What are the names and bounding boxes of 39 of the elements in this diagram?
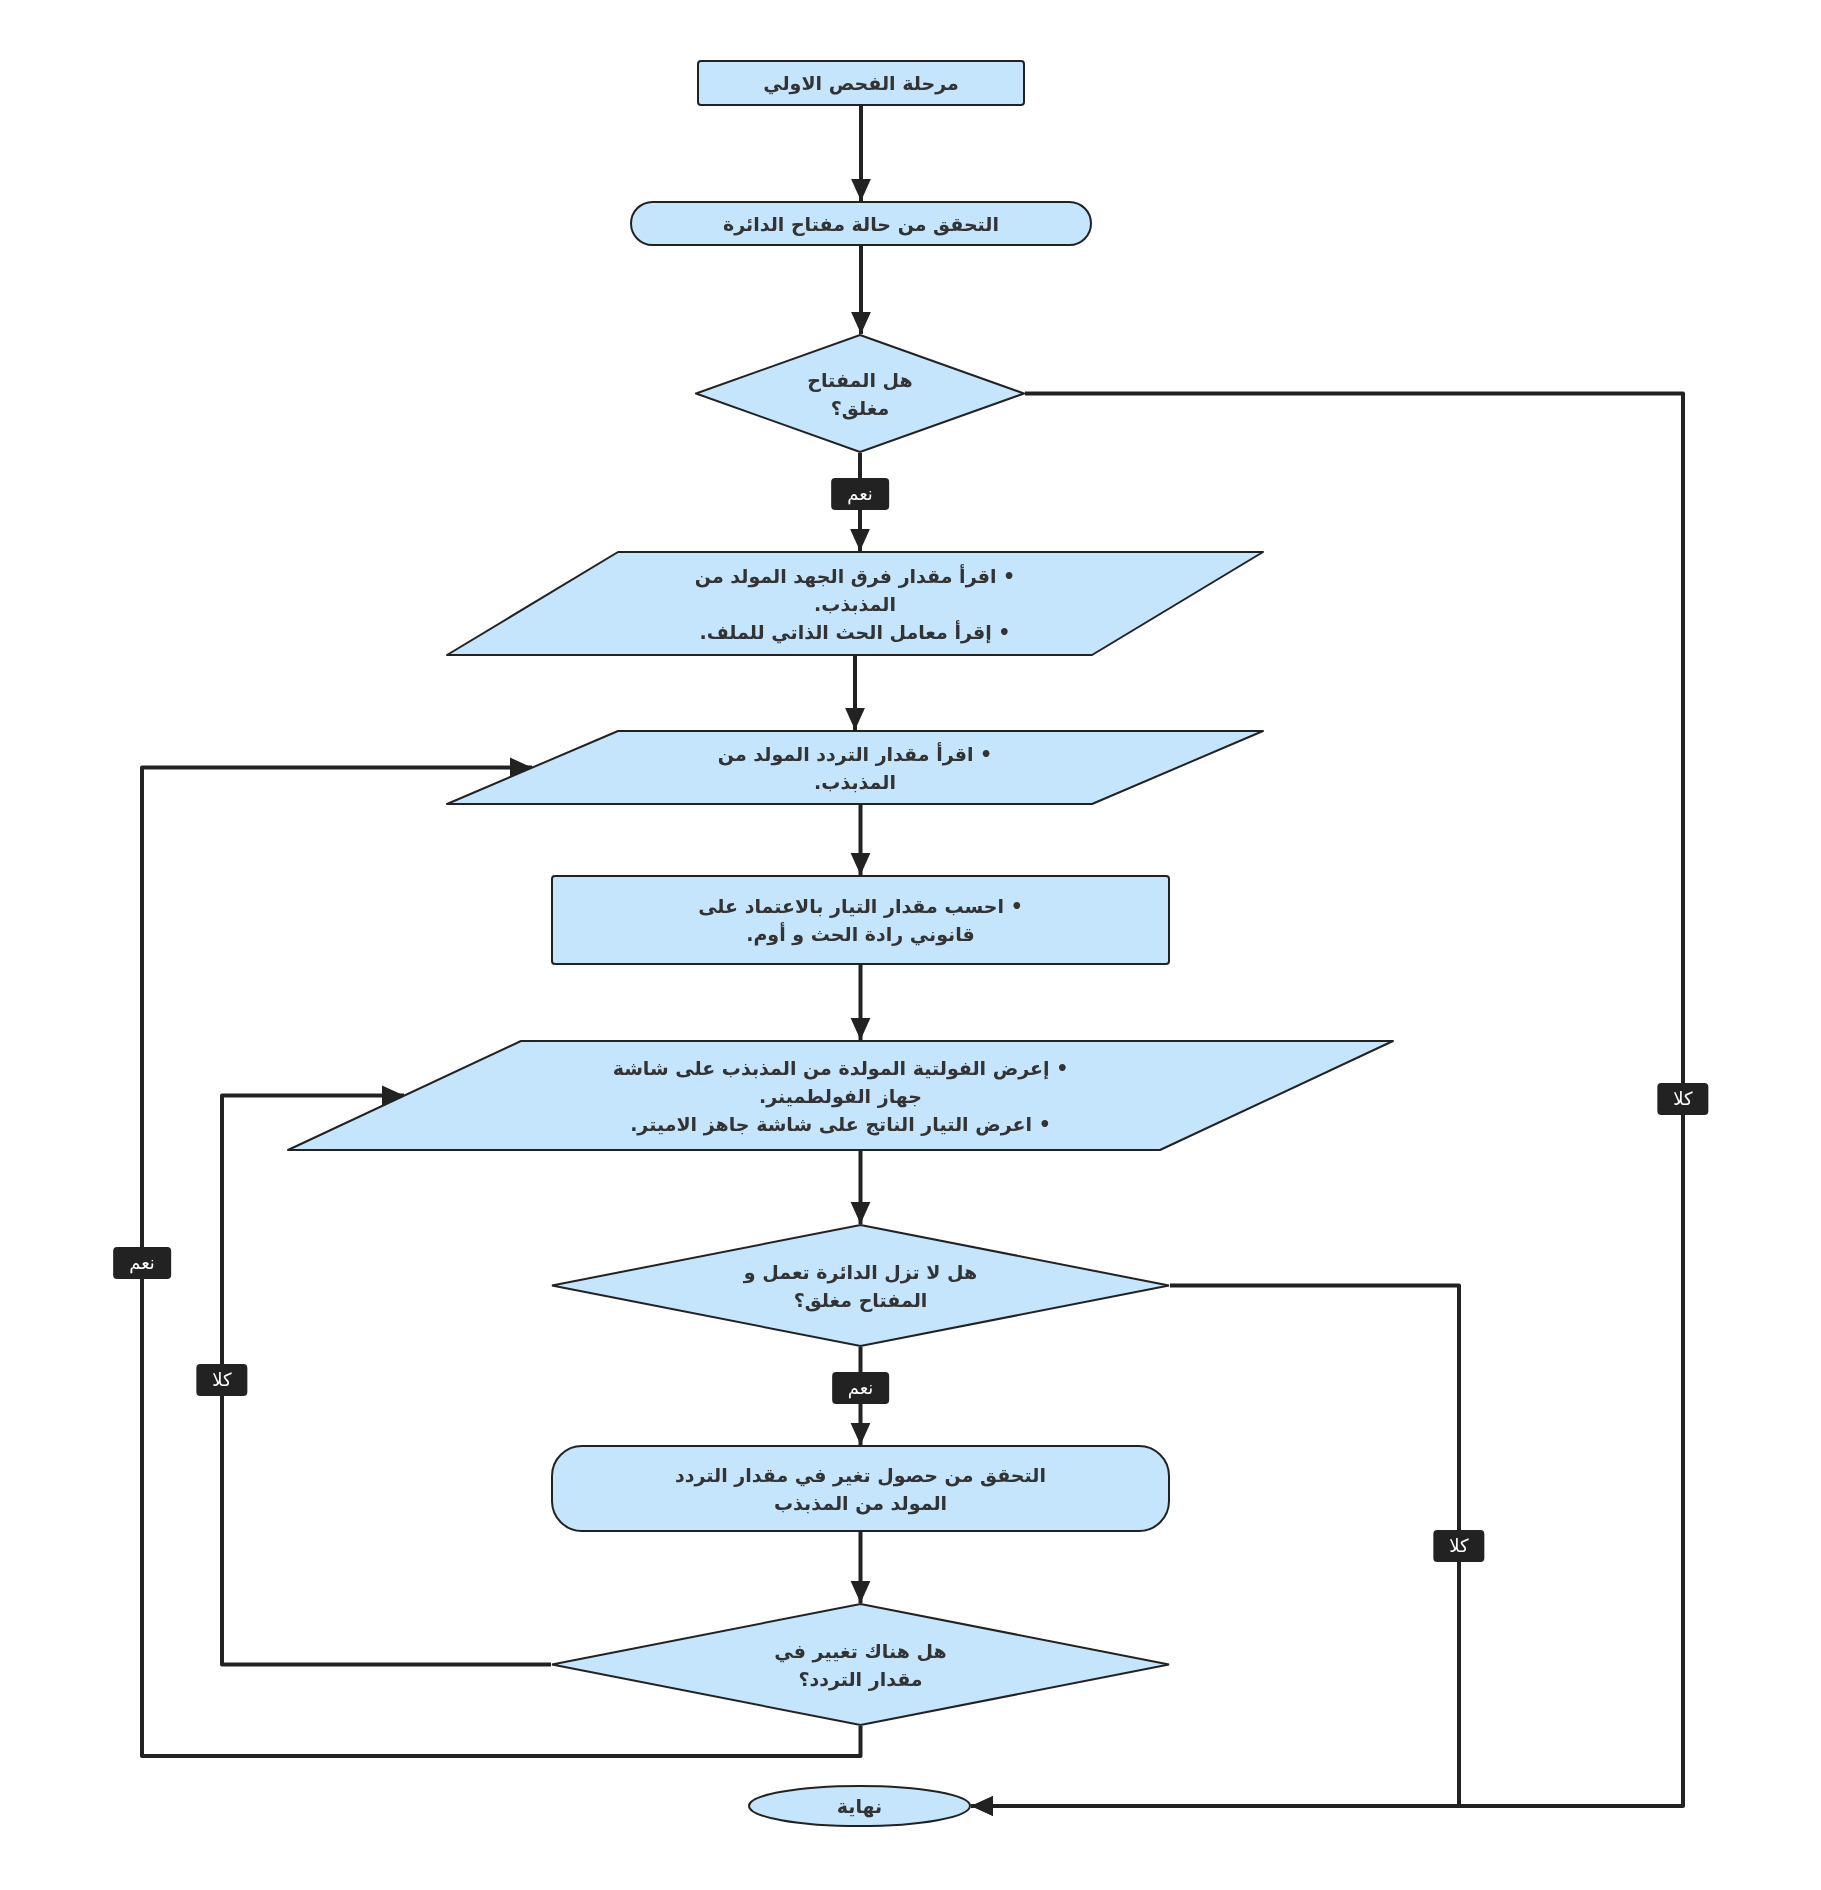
arrow [851, 106, 871, 201]
arrow [220, 1085, 551, 1667]
node-text: • اعرض التيار الناتج على شاشة جاهز الاميتر. [630, 1111, 1051, 1138]
rounded-process-box [630, 201, 1092, 246]
node-text: • احسب مقدار التيار بالاعتماد على قانوني رادة الحث و أوم. [697, 894, 1024, 948]
terminal-ellipse [748, 1785, 971, 1827]
node-text: نهاية [836, 1794, 883, 1820]
arrow [850, 1532, 871, 1603]
edge-label: نعم [113, 1247, 171, 1279]
edge-label: كلا [196, 1364, 248, 1396]
edge-label: نعم [831, 478, 889, 510]
node-text: • إعرض الفولتية المولدة من المذبذب على شاشة جهاز الفولطمينر. [611, 1055, 1070, 1110]
decision-diamond [551, 1603, 1170, 1726]
edge-label: نعم [831, 1372, 890, 1404]
arrow [140, 757, 863, 1758]
rounded-process-box [551, 1445, 1170, 1532]
node-text: هل هناك تغيير في مقدار التردد؟ [773, 1638, 948, 1693]
arrow [850, 805, 871, 875]
process-box [697, 60, 1025, 106]
input-output-parallelogram [287, 1040, 1394, 1151]
arrow [851, 246, 871, 334]
node-text: هل لا تزل الدائرة تعمل و المفتاح مغلق؟ [742, 1259, 979, 1314]
node-text: • اقرأ مقدار فرق الجهد المولد من المذبذب. [693, 563, 1017, 617]
process-box [551, 875, 1170, 965]
node-text: هل المفتاح مغلق؟ [806, 367, 914, 422]
node-text: مرحلة الفحص الاولي [763, 71, 959, 97]
arrow [850, 1151, 871, 1224]
arrow [845, 656, 865, 730]
decision-diamond [551, 1224, 1170, 1347]
node-text: التحقق من حصول تغير في مقدار التردد المولد من المذبذب [674, 1462, 1047, 1517]
arrow [850, 965, 871, 1040]
input-output-parallelogram [446, 730, 1264, 805]
node-text: • إقرأ معامل الحث الذاتي للملف. [699, 619, 1011, 646]
decision-diamond [695, 334, 1025, 453]
node-text: التحقق من حالة مفتاح الدائرة [723, 211, 999, 238]
node-text: • اقرأ مقدار التردد المولد من المذبذب. [716, 741, 994, 795]
edge-label: كلا [1433, 1530, 1485, 1562]
input-output-parallelogram [446, 551, 1264, 656]
edge-label: كلا [1657, 1083, 1709, 1115]
